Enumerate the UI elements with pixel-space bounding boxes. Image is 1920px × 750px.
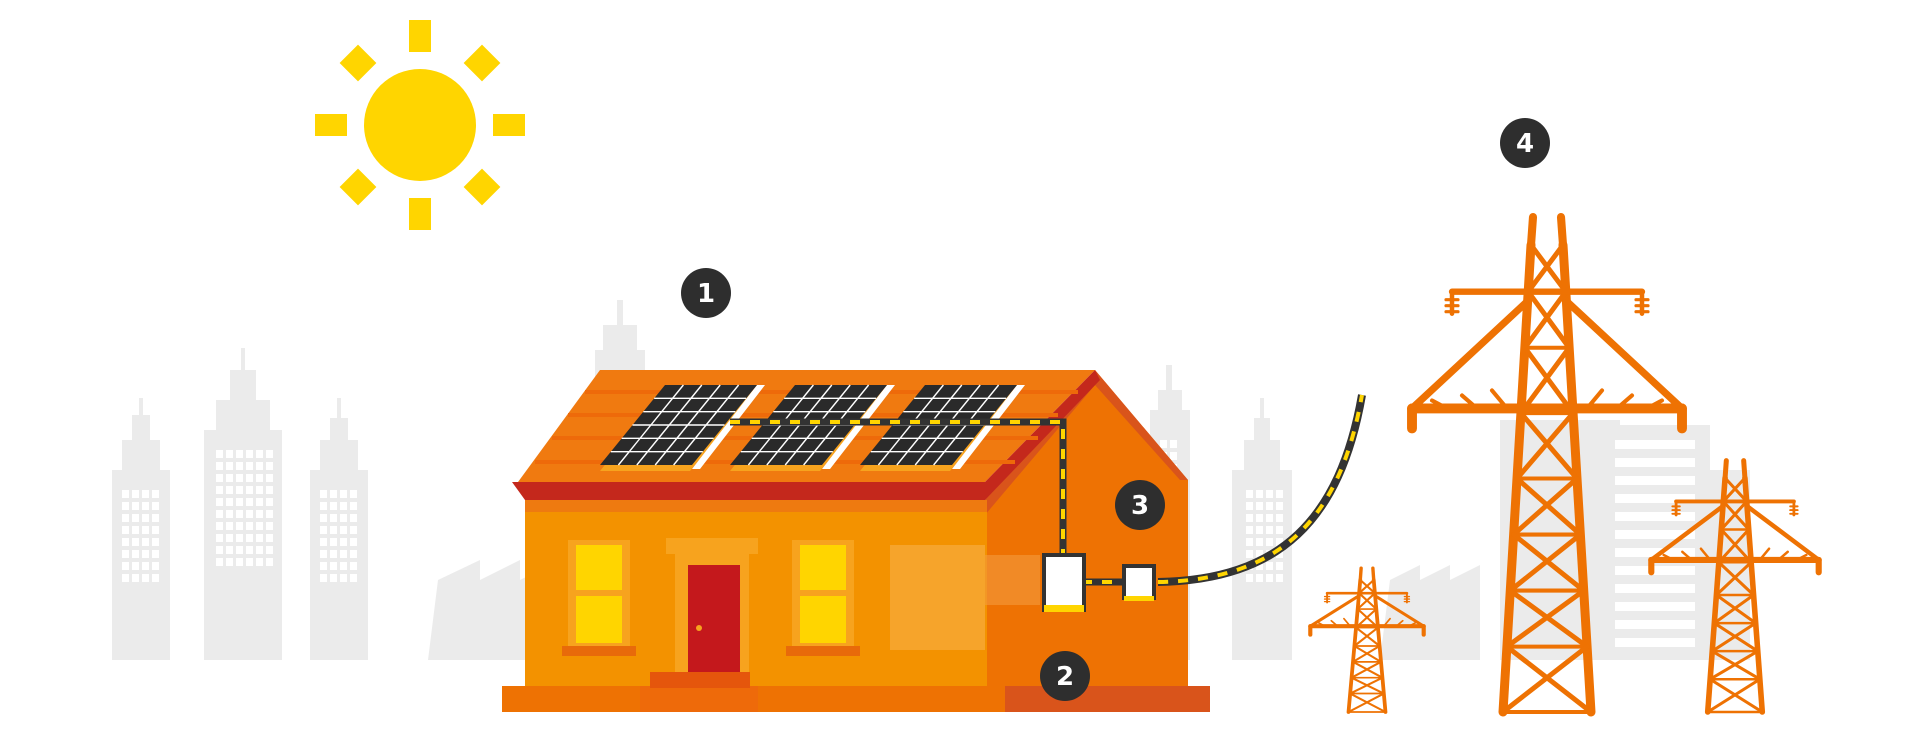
solar-panel-group: [600, 384, 1025, 471]
marker-1-label: 1: [697, 279, 715, 309]
marker-1: 1: [681, 268, 731, 318]
meter-icon: [1122, 564, 1156, 601]
pylon-icon: [1407, 212, 1687, 717]
pylon-icon: [1308, 566, 1426, 714]
sun-icon: [315, 20, 525, 230]
marker-3: 3: [1115, 480, 1165, 530]
marker-2-label: 2: [1056, 662, 1074, 692]
marker-4: 4: [1500, 118, 1550, 168]
door: [640, 538, 758, 712]
window-right: [786, 540, 860, 656]
inverter-icon: [1042, 553, 1086, 612]
marker-3-label: 3: [1131, 491, 1149, 521]
pylon-icon: [1648, 458, 1822, 715]
window-left: [562, 540, 636, 656]
marker-4-label: 4: [1516, 129, 1534, 159]
solar-panel-icon: [600, 384, 765, 471]
markers: 1 2 3 4: [681, 118, 1550, 701]
marker-2: 2: [1040, 651, 1090, 701]
